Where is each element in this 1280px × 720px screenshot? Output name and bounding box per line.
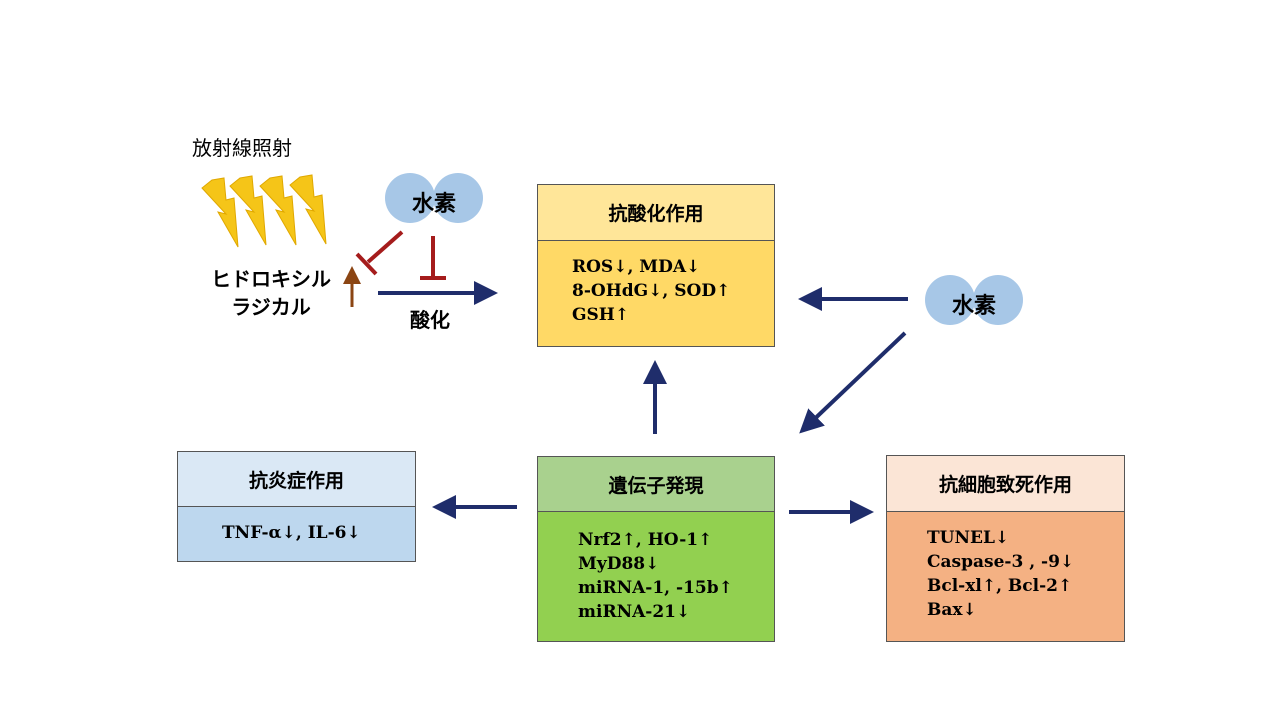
hydrogen-to-gene-arrow [799,331,907,434]
antioxidant-line: ROS↓, MDA↓ [572,257,701,277]
inhibit-radical-icon [355,230,404,276]
anti-apoptosis-line: Bax↓ [927,600,977,620]
gene-expression-line: MyD88↓ [578,554,660,574]
antioxidant-box: 抗酸化作用 ROS↓, MDA↓ 8-OHdG↓, SOD↑ GSH↑ [537,184,775,347]
anti-apoptosis-body: TUNEL↓ Caspase-3 , -9↓ Bcl-xl↑, Bcl-2↑ B… [887,512,1124,641]
hydrogen-atom-icon [973,275,1023,325]
hydrogen-atom-icon [385,173,435,223]
gene-expression-box: 遺伝子発現 Nrf2↑, HO-1↑ MyD88↓ miRNA-1, -15b↑… [537,456,775,642]
antioxidant-line: GSH↑ [572,305,630,325]
hydroxyl-radical-label: ヒドロキシル ラジカル [202,265,340,321]
gene-expression-line: miRNA-21↓ [578,602,691,622]
gene-expression-line: miRNA-1, -15b↑ [578,578,733,598]
hydrogen-molecule-right: 水素 [925,275,1025,329]
hydrogen-label: 水素 [411,192,456,217]
anti-apoptosis-box: 抗細胞致死作用 TUNEL↓ Caspase-3 , -9↓ Bcl-xl↑, … [886,455,1125,642]
hydrogen-label: 水素 [951,294,996,319]
anti-inflammatory-box: 抗炎症作用 TNF-α↓, IL-6↓ [177,451,416,562]
radiation-label: 放射線照射 [192,136,292,160]
gene-expression-line: Nrf2↑, HO-1↑ [578,530,713,550]
anti-inflammatory-body: TNF-α↓, IL-6↓ [178,507,415,561]
antioxidant-line: 8-OHdG↓, SOD↑ [572,281,731,301]
antioxidant-header: 抗酸化作用 [538,185,774,241]
anti-apoptosis-line: Bcl-xl↑, Bcl-2↑ [927,576,1073,596]
antioxidant-body: ROS↓, MDA↓ 8-OHdG↓, SOD↑ GSH↑ [538,241,774,346]
oxidation-label: 酸化 [410,308,450,332]
hydrogen-atom-icon [925,275,975,325]
hydrogen-molecule-top: 水素 [385,173,485,227]
hydroxyl-line-2: ラジカル [231,295,311,319]
gene-expression-header: 遺伝子発現 [538,457,774,512]
anti-apoptosis-line: TUNEL↓ [927,528,1010,548]
lightning-bolt-icon [229,175,267,246]
anti-inflammatory-header: 抗炎症作用 [178,452,415,507]
anti-apoptosis-header: 抗細胞致死作用 [887,456,1124,512]
lightning-bolt-icon [201,177,239,248]
hydroxyl-line-1: ヒドロキシル [211,267,331,291]
gene-expression-body: Nrf2↑, HO-1↑ MyD88↓ miRNA-1, -15b↑ miRNA… [538,512,774,641]
lightning-bolt-icon [259,175,297,246]
anti-apoptosis-line: Caspase-3 , -9↓ [927,552,1075,572]
lightning-bolt-icon [289,174,327,245]
inhibit-oxidation-icon [420,236,446,280]
anti-inflammatory-line: TNF-α↓, IL-6↓ [222,523,361,543]
hydrogen-atom-icon [433,173,483,223]
